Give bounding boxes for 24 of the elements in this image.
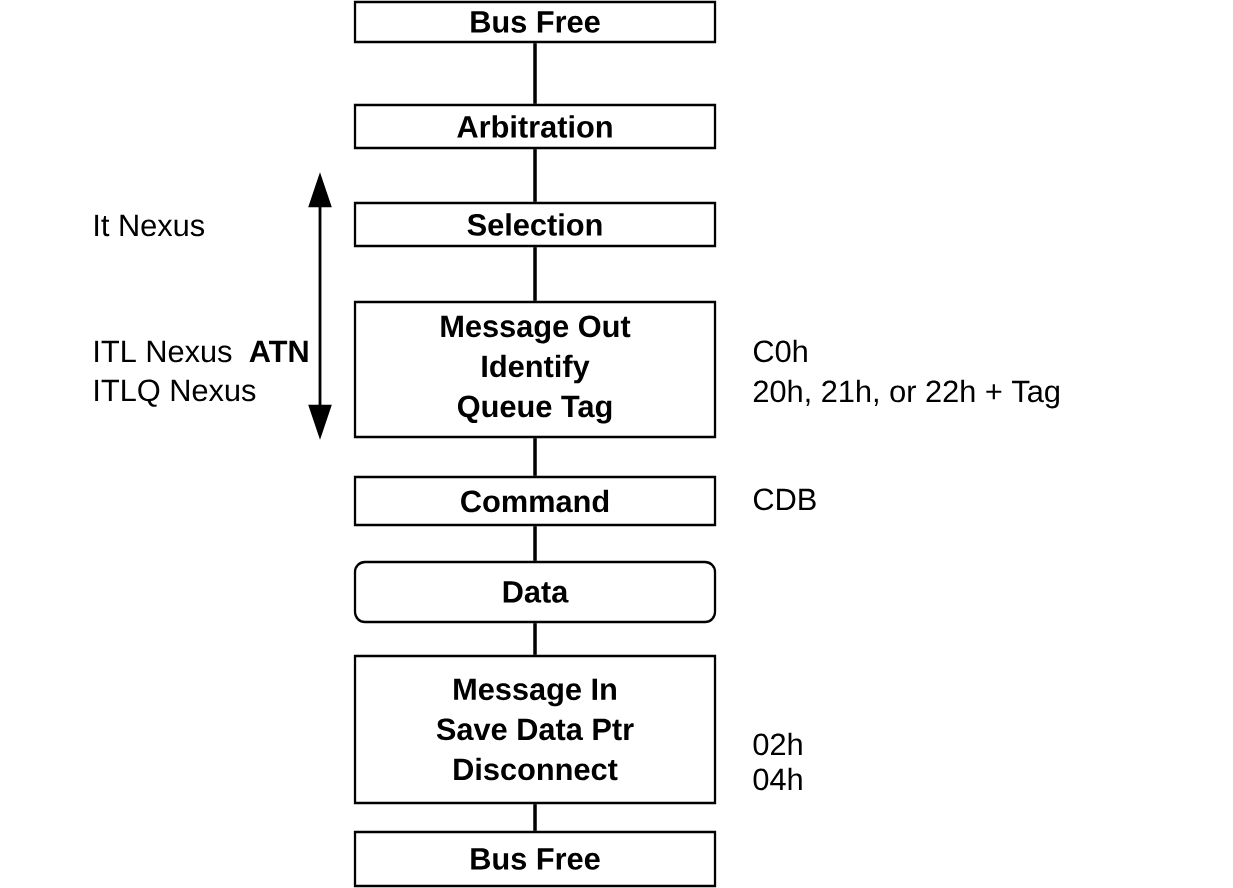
side-label: It Nexus <box>95 214 205 237</box>
state-box: Selection <box>353 201 717 248</box>
connector-line <box>533 43 537 104</box>
state-box: Bus Free <box>353 830 717 888</box>
state-box: Arbitration <box>353 103 717 150</box>
side-label: ATN <box>249 340 308 362</box>
hex-code: 20h, 21h, or 22h + Tag <box>753 379 1059 409</box>
state-box: Message In Save Data Ptr Disconnect <box>353 654 717 805</box>
connector-line <box>533 804 537 831</box>
connector-line <box>533 438 537 476</box>
hex-code: 04h <box>753 767 802 791</box>
connector-line <box>533 623 537 655</box>
side-label: ITL Nexus <box>95 340 232 363</box>
hex-code: C0h <box>753 339 807 363</box>
state-box: Bus Free <box>353 0 717 44</box>
connector-line <box>533 247 537 301</box>
connector-line <box>533 526 537 561</box>
hex-code: 02h <box>753 732 802 756</box>
connector-line <box>533 149 537 202</box>
side-label: ITLQ Nexus <box>95 379 256 407</box>
state-box: Data <box>353 560 717 624</box>
state-box: Message Out Identify Queue Tag <box>353 300 717 439</box>
hex-code: CDB <box>753 488 816 511</box>
state-box: Command <box>353 475 717 527</box>
